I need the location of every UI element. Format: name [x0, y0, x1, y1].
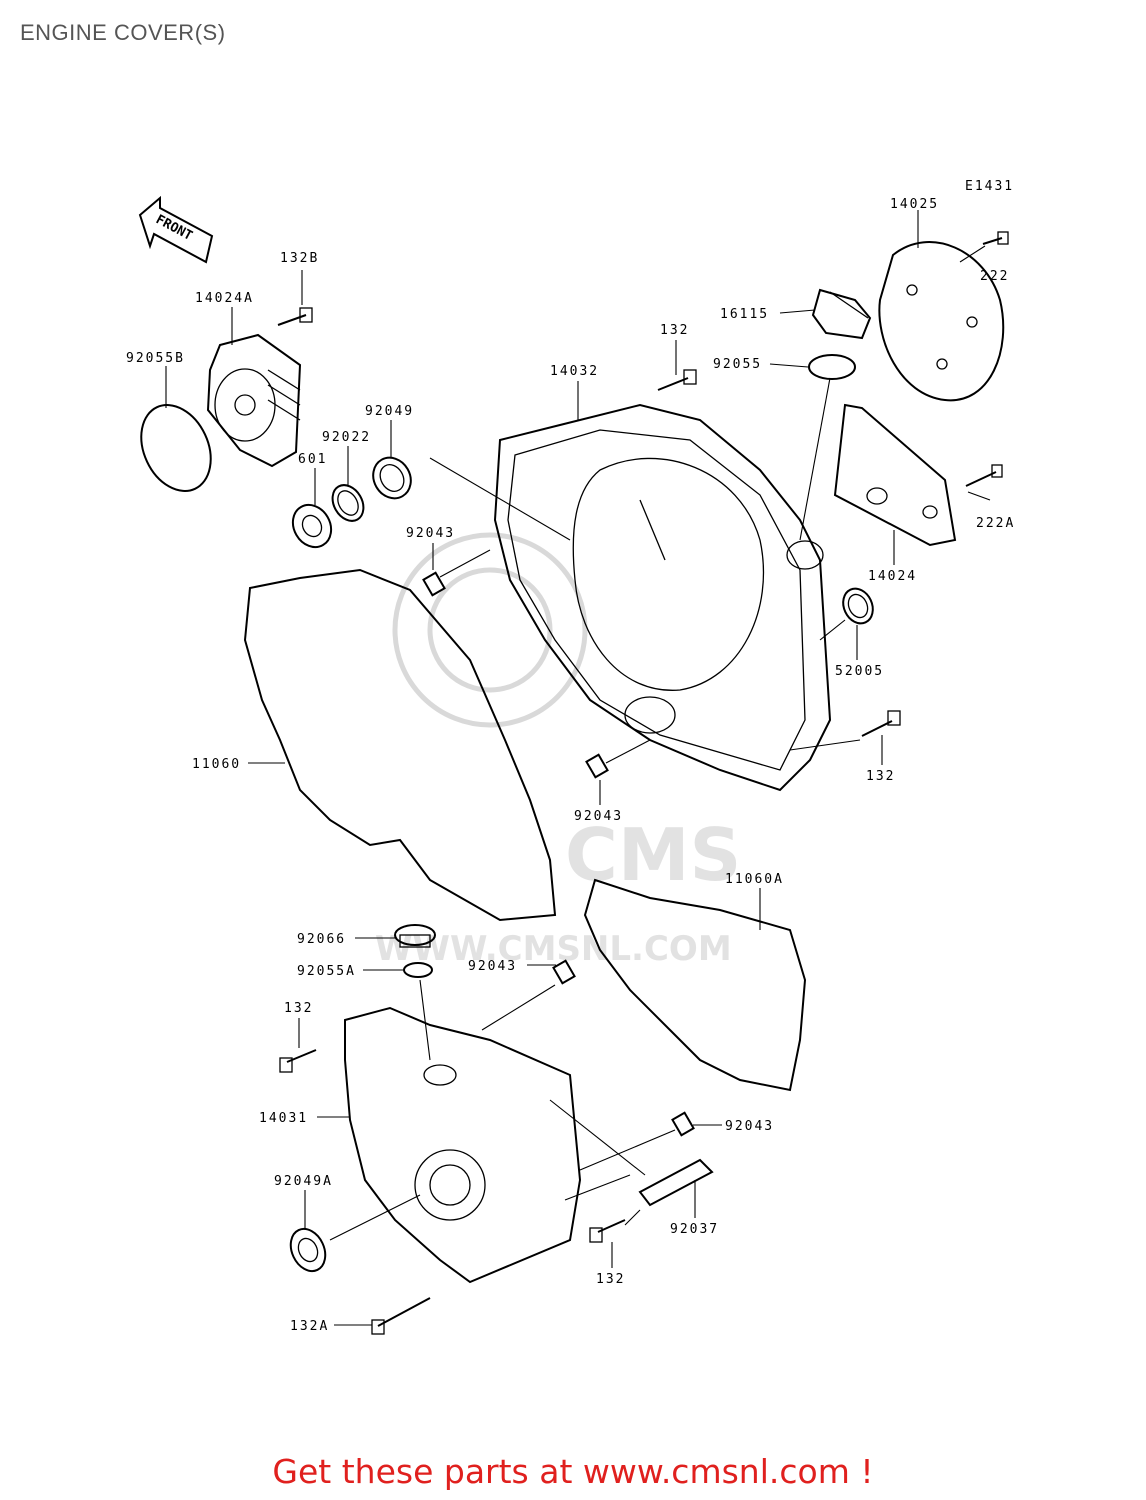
promo-link[interactable]: Get these parts at www.cmsnl.com ! — [272, 1452, 874, 1491]
part-14025-cover — [878, 241, 1005, 402]
callout-14024: 14024 — [868, 569, 917, 584]
part-132-bolt-left — [279, 1049, 317, 1073]
part-14024A-cover — [206, 333, 302, 468]
callout-222: 222 — [980, 269, 1009, 284]
callout-132-right: 132 — [866, 769, 895, 784]
callout-132-left: 132 — [284, 1001, 313, 1016]
part-92049A-seal — [289, 1227, 327, 1273]
callout-14032: 14032 — [550, 364, 599, 379]
callout-92055A: 92055A — [297, 964, 356, 979]
part-92055B-o-ring — [140, 404, 212, 492]
callout-601: 601 — [298, 452, 327, 467]
callout-14024A: 14024A — [195, 291, 254, 306]
callout-132-top: 132 — [660, 323, 689, 338]
part-132-bolt-bottom — [589, 1219, 626, 1243]
part-601-bearing — [291, 503, 333, 549]
part-16115-oil-cap — [811, 288, 872, 340]
callout-92043-a: 92043 — [406, 526, 455, 541]
callout-132B: 132B — [280, 251, 319, 266]
part-92022-seal — [331, 484, 365, 522]
part-132B-bolt — [277, 307, 313, 326]
callout-132A: 132A — [290, 1319, 329, 1334]
part-14024-cover — [833, 403, 957, 547]
part-222-bolt — [982, 231, 1009, 245]
callout-11060: 11060 — [192, 757, 241, 772]
callout-92066: 92066 — [297, 932, 346, 947]
part-92043-dowel-d — [671, 1111, 695, 1137]
diagram-code: E1431 — [965, 179, 1014, 194]
part-92043-dowel-b — [585, 753, 609, 779]
part-92066-plug — [394, 924, 436, 948]
front-arrow-icon: FRONT — [138, 195, 214, 264]
part-92055-o-ring — [808, 354, 856, 380]
callout-132-bottom: 132 — [596, 1272, 625, 1287]
part-92049-seal — [372, 456, 412, 500]
callout-11060A: 11060A — [725, 872, 784, 887]
callout-92043-b: 92043 — [574, 809, 623, 824]
callout-14025: 14025 — [890, 197, 939, 212]
callout-222A: 222A — [976, 516, 1015, 531]
part-92043-dowel-a — [422, 571, 446, 597]
callout-16115: 16115 — [720, 307, 769, 322]
part-14031-cover — [344, 1006, 582, 1284]
callout-92037: 92037 — [670, 1222, 719, 1237]
part-92037-clamp — [638, 1158, 714, 1207]
part-222A-bolt — [965, 464, 1003, 487]
callout-92049: 92049 — [365, 404, 414, 419]
callout-14031: 14031 — [259, 1111, 308, 1126]
part-132A-bolt — [371, 1297, 431, 1335]
part-132-bolt-top — [657, 369, 697, 391]
part-52005-seal — [842, 587, 874, 625]
part-14032-clutch-cover — [493, 403, 832, 792]
front-label: FRONT — [153, 212, 195, 244]
part-132-bolt-right — [861, 710, 901, 737]
callout-labels: 14025 222 132B 16115 14024A 132 92055 92… — [126, 197, 1015, 1334]
callout-92043-c: 92043 — [468, 959, 517, 974]
callout-92055: 92055 — [713, 357, 762, 372]
part-11060A-gasket — [583, 878, 807, 1092]
callout-92055B: 92055B — [126, 351, 185, 366]
callout-92043-d: 92043 — [725, 1119, 774, 1134]
callout-92049A: 92049A — [274, 1174, 333, 1189]
part-92043-dowel-c — [552, 959, 576, 985]
leader-lines — [165, 210, 991, 1326]
callout-52005: 52005 — [835, 664, 884, 679]
callout-92022: 92022 — [322, 430, 371, 445]
page-title: ENGINE COVER(S) — [20, 20, 226, 45]
part-11060-gasket — [243, 568, 557, 922]
watermark-brand: CMS — [565, 813, 741, 897]
